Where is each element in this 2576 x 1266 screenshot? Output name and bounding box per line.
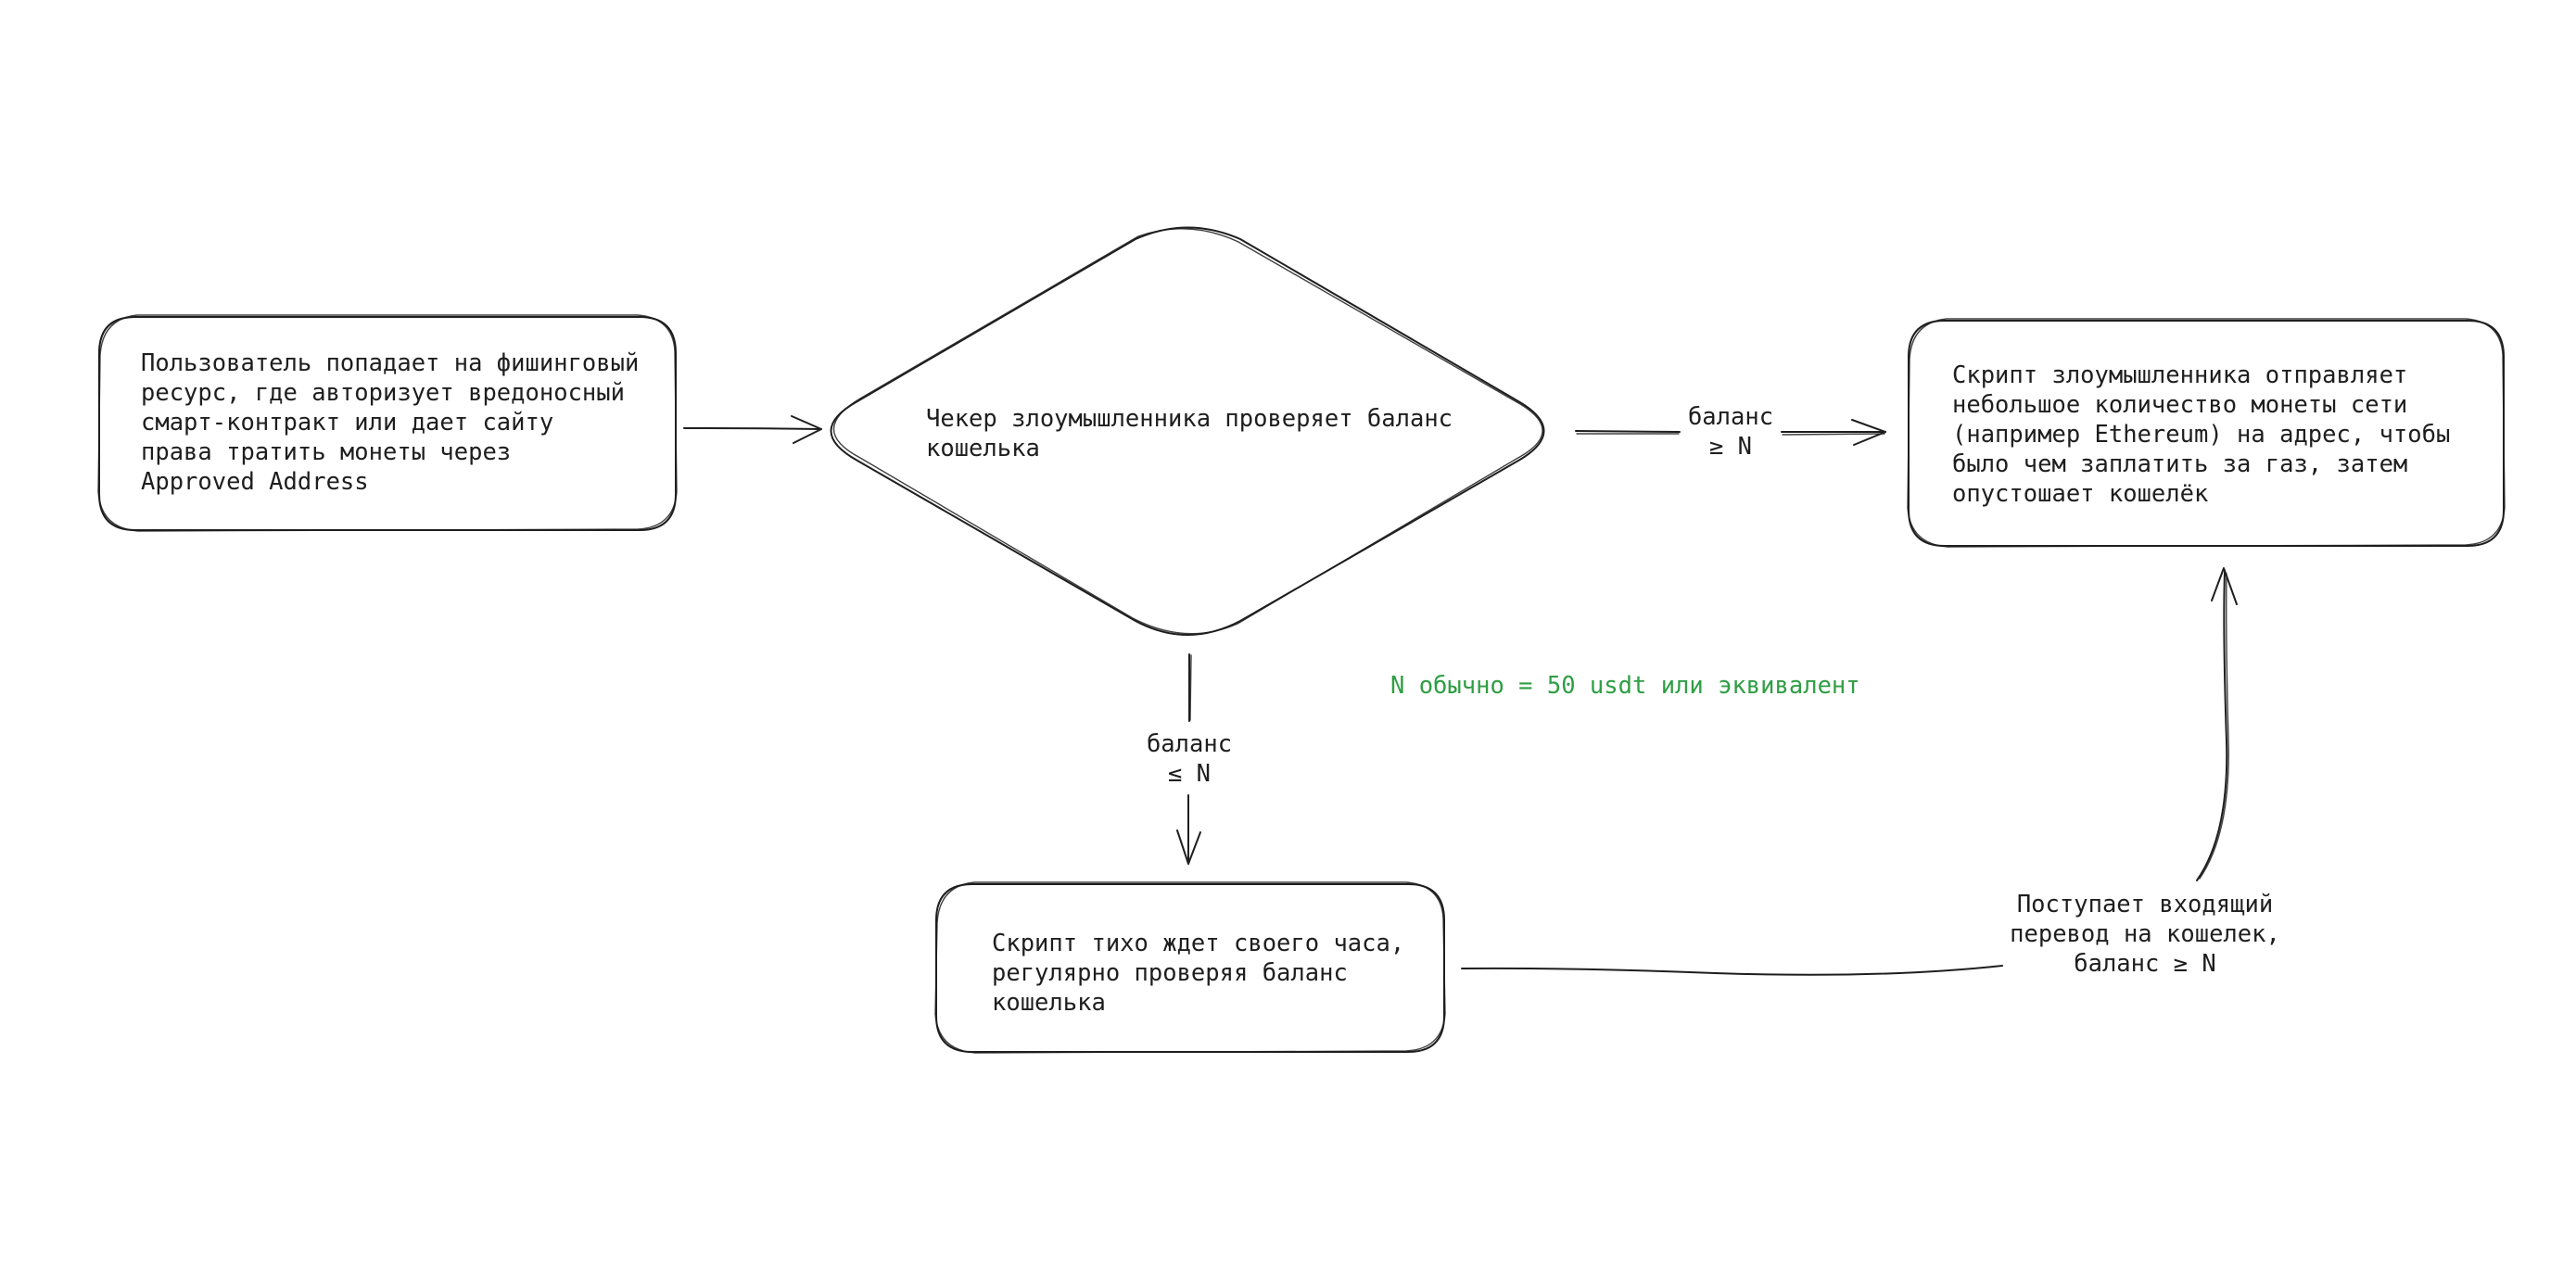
edge-incoming-to-drain: [2196, 567, 2238, 881]
edge-phishing-to-checker: [683, 415, 822, 444]
node-checker-diamond: [830, 226, 1545, 636]
node-user-phishing-label: Пользователь попадает на фишинговый ресу…: [141, 349, 640, 496]
node-drain-label: Скрипт злоумышленника отправляет небольш…: [1952, 361, 2451, 508]
node-incoming-label: Поступает входящий перевод на кошелек, б…: [2010, 891, 2280, 978]
node-user-phishing-box: [97, 314, 678, 532]
edge-balance-high-label: баланс ≥ N: [1687, 403, 1774, 461]
node-drain-box: [1907, 318, 2506, 548]
edge-checker-to-wait: [1176, 653, 1201, 865]
edge-checker-to-drain: [1575, 419, 1886, 446]
edge-balance-low-label: баланс ≤ N: [1146, 730, 1233, 788]
node-wait-box: [934, 881, 1446, 1054]
node-wait-label: Скрипт тихо ждет своего часа, регулярно …: [992, 930, 1405, 1017]
edge-wait-to-incoming: [1461, 965, 2003, 976]
threshold-note: N обычно = 50 usdt или эквивалент: [1390, 672, 1860, 700]
node-checker-label: Чекер злоумышленника проверяет баланс ко…: [926, 405, 1453, 462]
